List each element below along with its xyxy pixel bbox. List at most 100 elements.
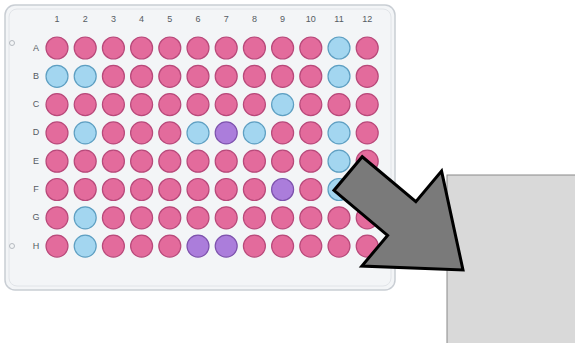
column-number: 9 — [280, 15, 285, 24]
well — [272, 235, 294, 257]
well — [187, 94, 209, 116]
well — [300, 122, 322, 144]
well — [215, 37, 237, 59]
well — [272, 37, 294, 59]
well — [102, 150, 124, 172]
well — [215, 122, 237, 144]
row-letter: B — [33, 72, 39, 81]
well — [187, 179, 209, 201]
well — [272, 179, 294, 201]
well — [328, 37, 350, 59]
well — [46, 122, 68, 144]
well — [243, 235, 265, 257]
well — [272, 94, 294, 116]
well — [102, 122, 124, 144]
well — [243, 179, 265, 201]
well — [243, 207, 265, 229]
well — [46, 65, 68, 87]
well — [243, 37, 265, 59]
well — [328, 235, 350, 257]
well — [215, 65, 237, 87]
row-letter: D — [33, 128, 40, 137]
well — [300, 207, 322, 229]
column-number: 12 — [362, 15, 372, 24]
well — [187, 150, 209, 172]
column-number: 2 — [83, 15, 88, 24]
well — [328, 207, 350, 229]
well — [102, 235, 124, 257]
well — [272, 207, 294, 229]
well — [159, 179, 181, 201]
well — [159, 235, 181, 257]
column-number: 8 — [252, 15, 257, 24]
well — [74, 150, 96, 172]
well — [328, 65, 350, 87]
well — [300, 37, 322, 59]
well — [102, 179, 124, 201]
well — [159, 94, 181, 116]
column-number: 5 — [167, 15, 172, 24]
well — [74, 94, 96, 116]
well — [356, 37, 378, 59]
well — [215, 94, 237, 116]
column-number: 11 — [334, 15, 343, 24]
plate-rim — [9, 9, 391, 286]
well — [131, 207, 153, 229]
well — [272, 65, 294, 87]
well — [74, 37, 96, 59]
target-box — [447, 175, 575, 343]
well — [46, 150, 68, 172]
well — [328, 122, 350, 144]
well — [300, 94, 322, 116]
well — [272, 150, 294, 172]
well — [131, 94, 153, 116]
well — [215, 235, 237, 257]
well — [74, 235, 96, 257]
well — [131, 37, 153, 59]
well — [187, 207, 209, 229]
well — [102, 207, 124, 229]
well — [300, 65, 322, 87]
well — [102, 37, 124, 59]
well — [272, 122, 294, 144]
column-number: 3 — [111, 15, 116, 24]
well — [159, 207, 181, 229]
well — [187, 37, 209, 59]
well — [356, 94, 378, 116]
well — [215, 150, 237, 172]
well — [187, 65, 209, 87]
well — [187, 122, 209, 144]
well — [131, 179, 153, 201]
well — [46, 179, 68, 201]
plate-marker — [10, 244, 15, 249]
column-number: 6 — [196, 15, 201, 24]
column-number: 10 — [306, 15, 316, 24]
well — [74, 65, 96, 87]
well — [215, 179, 237, 201]
well — [215, 207, 237, 229]
well — [243, 65, 265, 87]
well — [159, 65, 181, 87]
transfer-arrow — [308, 126, 503, 317]
well — [187, 235, 209, 257]
plate-body — [5, 5, 395, 290]
well — [74, 207, 96, 229]
row-letter: C — [33, 100, 40, 109]
well — [300, 150, 322, 172]
row-letter: A — [33, 44, 39, 53]
well — [102, 94, 124, 116]
well — [243, 150, 265, 172]
well — [159, 122, 181, 144]
well — [131, 65, 153, 87]
well — [356, 122, 378, 144]
well — [131, 150, 153, 172]
well — [74, 122, 96, 144]
well — [46, 94, 68, 116]
well — [46, 207, 68, 229]
well — [243, 122, 265, 144]
well — [356, 65, 378, 87]
well — [131, 235, 153, 257]
row-letter: G — [33, 213, 40, 222]
well — [46, 235, 68, 257]
